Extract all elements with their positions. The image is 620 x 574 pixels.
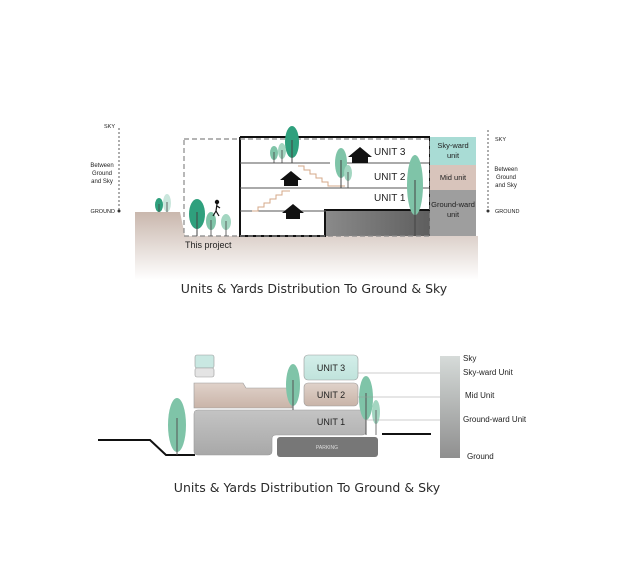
tree-icon	[359, 376, 373, 435]
ground-left-label: GROUND	[91, 209, 115, 215]
sky-right-label: SKY	[495, 137, 506, 143]
unit-1-label: UNIT 1	[374, 193, 406, 204]
ground-line	[98, 439, 195, 456]
tree-icon	[189, 199, 205, 236]
section-diagram: UNIT 3 UNIT 2 UNIT 1	[90, 124, 519, 296]
tree-icon	[168, 398, 186, 455]
unit-1-label: UNIT 1	[317, 417, 345, 427]
small-block	[194, 367, 215, 378]
ground-right-label: GROUND	[495, 209, 519, 215]
legend-ground-label: unit	[447, 210, 460, 219]
unit-3-label: UNIT 3	[317, 363, 345, 373]
project-boundary	[183, 138, 431, 237]
caption-bottom: Units & Yards Distribution To Ground & S…	[174, 480, 441, 495]
unit-3-label: UNIT 3	[374, 147, 406, 158]
tree-icon	[278, 143, 286, 163]
tree-icon	[206, 212, 216, 236]
tree-icon	[155, 198, 163, 212]
left-axis: SKY Between Ground and Sky GROUND	[90, 124, 121, 215]
legend-ground-label: Ground-ward	[431, 200, 475, 209]
between-right-label: and Sky	[495, 183, 517, 189]
tree-icon	[163, 194, 171, 212]
between-left-label: Ground	[92, 171, 112, 177]
tree-icon	[221, 214, 231, 236]
unit-2-block	[303, 382, 359, 407]
between-left-label: and Sky	[91, 179, 113, 185]
unit-2-mass	[193, 382, 293, 409]
blocks-diagram: UNIT 2 UNIT 3 UNIT 1 PARKING	[98, 354, 527, 495]
parking-label: PARKING	[316, 445, 338, 451]
tree-icon	[270, 146, 278, 163]
house-icon	[348, 147, 372, 163]
scale-sky-unit: Sky-ward Unit	[463, 368, 514, 377]
unit-3-block	[303, 354, 359, 381]
house-icon	[280, 171, 302, 186]
parking-block	[277, 437, 378, 457]
stairs	[298, 165, 345, 187]
scale-sky: Sky	[463, 354, 476, 363]
unit-2-label: UNIT 2	[317, 390, 345, 400]
right-axis: SKY Between Ground and Sky GROUND	[486, 130, 519, 215]
small-block	[194, 354, 215, 369]
between-right-label: Ground	[496, 175, 516, 181]
tree-icon	[344, 165, 352, 188]
legend-sky	[430, 137, 476, 165]
scale-mid-unit: Mid Unit	[465, 391, 495, 400]
tree-icon	[335, 148, 347, 188]
legend-mid-label: Mid unit	[440, 173, 467, 182]
legend-mid	[430, 165, 476, 190]
house-icon	[282, 204, 304, 219]
project-label: This project	[185, 240, 232, 250]
tree-icon	[286, 364, 300, 410]
tree-icon	[372, 400, 380, 435]
legend-sky-label: Sky-ward	[437, 141, 468, 150]
tree-icon	[407, 155, 423, 236]
ground-mass	[135, 212, 478, 280]
between-left-label: Between	[90, 163, 113, 169]
scale-ground-unit: Ground-ward Unit	[463, 415, 527, 424]
scale-bar	[440, 356, 460, 458]
stairs	[252, 190, 290, 212]
unit-2-label: UNIT 2	[374, 172, 406, 183]
tree-icon	[285, 126, 299, 163]
between-right-label: Between	[494, 167, 517, 173]
legend-sky-label: unit	[447, 151, 460, 160]
caption-top: Units & Yards Distribution To Ground & S…	[181, 281, 448, 296]
scale-ground: Ground	[467, 452, 494, 461]
sky-left-label: SKY	[104, 124, 115, 130]
person-icon	[212, 199, 221, 217]
legend-ground	[430, 190, 476, 236]
